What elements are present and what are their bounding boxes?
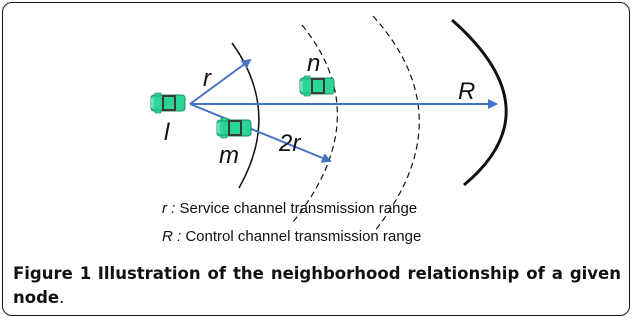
car-icon-n [299,75,335,97]
caption-label: Figure 1 [13,264,92,283]
label-r: r [203,65,212,92]
label-node-m: m [219,142,239,169]
legend-text-R: Control channel transmission range [185,228,422,245]
car-icon-l [150,92,186,114]
label-node-n: n [307,50,320,77]
caption-text: Illustration of the neighborhood relatio… [13,264,621,307]
figure-frame [2,2,630,316]
range-arc-2r [292,24,338,223]
label-2r: 2r [278,130,301,157]
range-arc-3r [372,15,420,233]
car-icon-m [216,117,252,139]
legend-row-R: R : Control channel transmission range [162,228,421,245]
legend-symbol-r: r : [162,200,176,217]
label-R: R [458,78,475,105]
figure-caption: Figure 1 Illustration of the neighborhoo… [13,262,621,310]
legend-symbol-R: R : [162,228,182,245]
range-arc-R [451,18,508,187]
legend-text-r: Service channel transmission range [179,200,418,217]
arrow-2r [189,103,332,163]
label-node-l: l [164,119,170,146]
legend-row-r: r : Service channel transmission range [162,200,417,217]
caption-end: . [59,288,65,307]
arrow-r [189,58,252,105]
